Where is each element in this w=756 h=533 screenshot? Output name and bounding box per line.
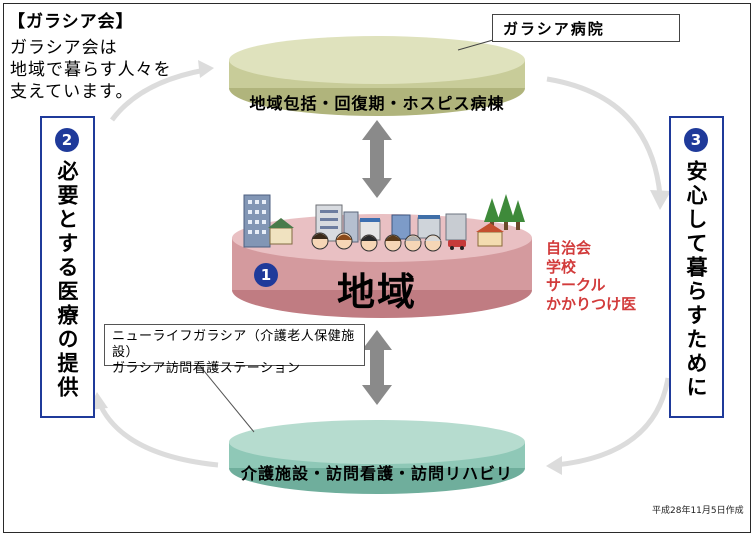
arrow-bottom-double	[362, 330, 392, 405]
facility-callout-line: ニューライフガラシア（介護老人保健施設）	[112, 329, 355, 360]
cycle-arrowhead-top-left	[198, 60, 214, 78]
community-list: 自治会 学校 サークル かかりつけ医	[546, 239, 636, 313]
cycle-arrows	[95, 67, 671, 468]
hospital-callout: ガラシア病院	[492, 14, 680, 42]
bottom-disc	[229, 420, 525, 494]
diagram-title: 【ガラシア会】	[8, 12, 134, 32]
bottom-disc-top	[229, 420, 525, 464]
community-item: 学校	[546, 257, 577, 276]
intro-line-3: 支えています。	[10, 82, 134, 102]
house-left	[269, 227, 293, 245]
cycle-arrowhead-bottom	[546, 456, 562, 475]
cycle-arrow-bottom-left	[95, 399, 219, 468]
diagram-canvas	[88, 36, 671, 494]
top-disc	[229, 36, 525, 116]
right-panel-text: 安心して暮らすために	[684, 160, 708, 400]
house-right	[477, 231, 503, 247]
right-panel-number: 3	[684, 128, 708, 152]
intro-line-1: ガラシア会は	[10, 38, 118, 58]
community-item: かかりつけ医	[546, 294, 637, 313]
top-disc-label: 地域包括・回復期・ホスピス病棟	[249, 94, 505, 113]
community-item: サークル	[546, 276, 606, 294]
tree-2	[497, 194, 515, 222]
people	[311, 232, 442, 252]
facility-callout-line: ガラシア訪問看護ステーション	[112, 361, 301, 376]
arrow-top-double	[362, 120, 392, 198]
date-note: 平成28年11月5日作成	[652, 506, 744, 516]
center-number-badge: 1	[254, 263, 278, 287]
tree-3	[511, 200, 525, 222]
building-right	[445, 213, 467, 241]
building-blue	[391, 214, 411, 240]
center-disc-label: 地域	[337, 270, 418, 314]
facility-callout-pointer	[199, 365, 255, 433]
tree-1	[484, 198, 500, 222]
center-disc	[232, 214, 532, 318]
town-illustration	[243, 194, 525, 252]
left-panel	[40, 116, 95, 418]
station	[417, 217, 441, 239]
left-panel-text: 必要とする医療の提供	[55, 160, 79, 400]
bottom-disc-label: 介護施設・訪問看護・訪問リハビリ	[240, 464, 513, 483]
left-panel-number: 2	[55, 128, 79, 152]
cycle-arrow-bottom-right	[554, 377, 671, 468]
community-item: 自治会	[546, 239, 592, 257]
cycle-arrow-top-right	[546, 76, 663, 196]
intro-line-2: 地域で暮らす人々を	[10, 60, 172, 80]
cycle-arrowhead-right	[650, 190, 671, 210]
facility-callout: ニューライフガラシア（介護老人保健施設） ガラシア訪問看護ステーション	[104, 324, 365, 376]
right-panel	[669, 116, 724, 418]
top-disc-top	[229, 36, 525, 84]
car	[448, 240, 466, 247]
cycle-arrow-top-left	[109, 67, 206, 122]
